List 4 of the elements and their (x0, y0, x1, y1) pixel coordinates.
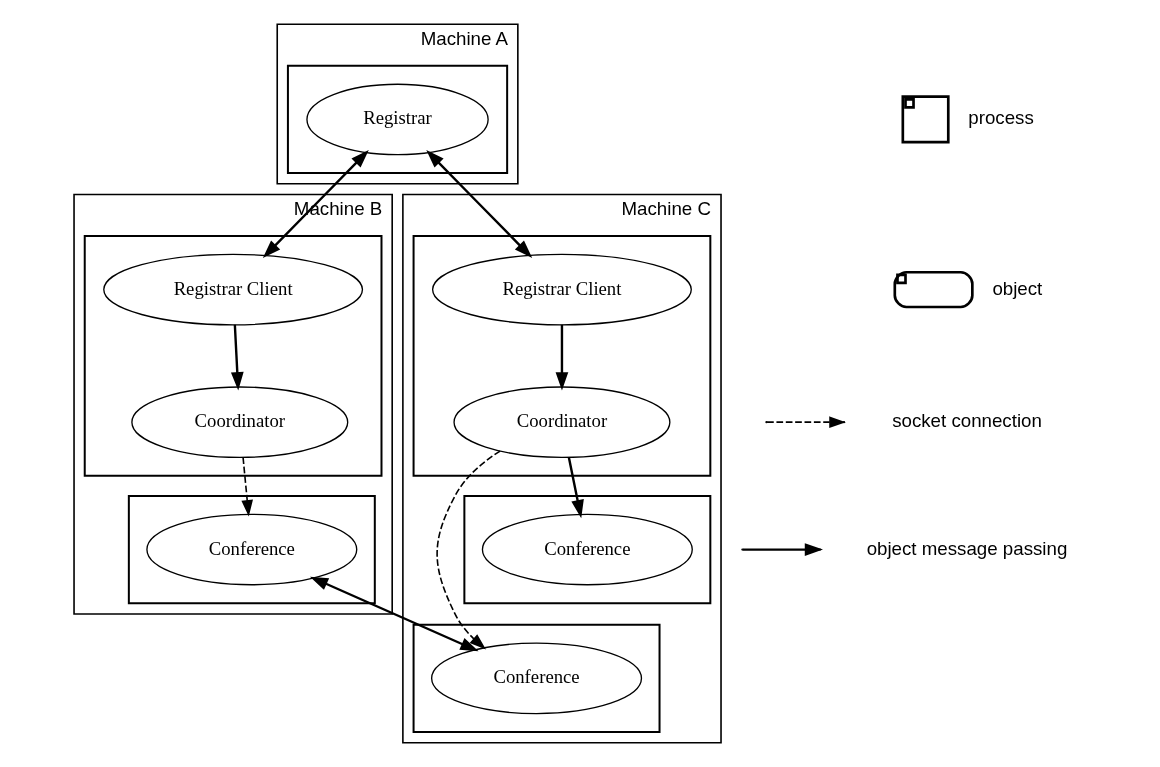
legend-label: object (992, 277, 1043, 299)
legend-label: process (968, 107, 1034, 129)
legend-label: object message passing (866, 537, 1068, 559)
legend-label: socket connection (892, 410, 1042, 432)
